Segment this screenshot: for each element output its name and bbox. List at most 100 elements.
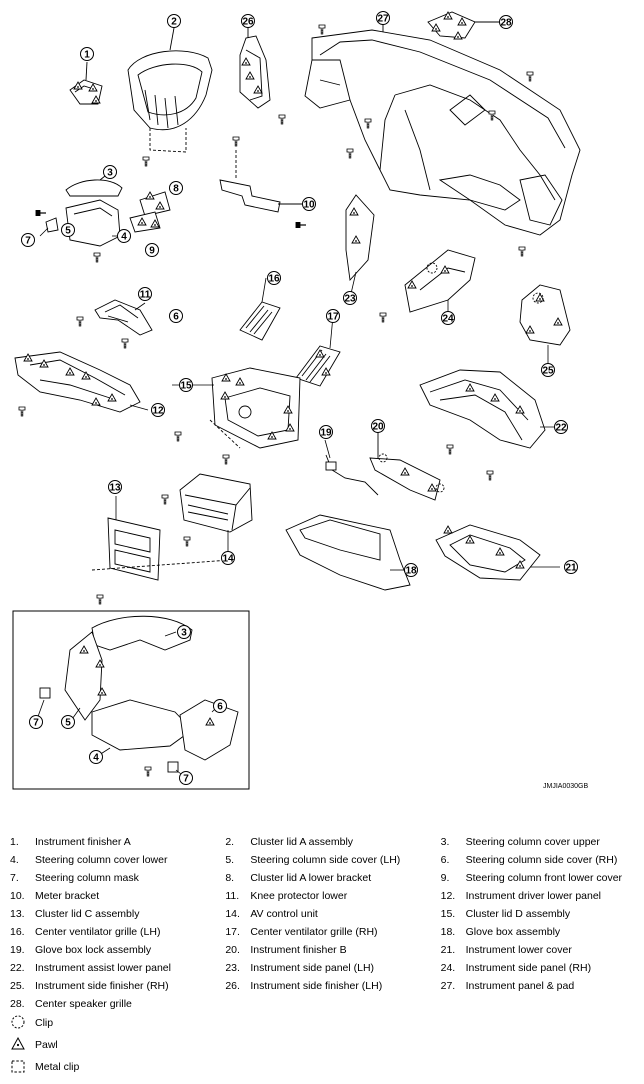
legend-item: 5.Steering column side cover (LH) — [225, 854, 440, 866]
callout-label-3: 3 — [107, 167, 113, 178]
legend-item: 4.Steering column cover lower — [10, 854, 225, 866]
callout-circle-28 — [499, 15, 513, 29]
legend-item-name: Meter bracket — [35, 890, 100, 902]
callout-circle-16 — [267, 271, 281, 285]
legend-item-name: Knee protector lower — [250, 890, 348, 902]
callout-circle-27 — [376, 11, 390, 25]
legend-item-name: Cluster lid D assembly — [465, 908, 571, 920]
callout-circle-21 — [564, 560, 578, 574]
legend-item: 12.Instrument driver lower panel — [441, 890, 640, 902]
legend-item-number: 5. — [225, 854, 235, 866]
legend-item-name: Cluster lid A lower bracket — [250, 872, 372, 884]
legend-row: 28.Center speaker grille — [10, 995, 640, 1013]
legend-item: 19.Glove box lock assembly — [10, 944, 225, 956]
callout-label-9: 9 — [149, 245, 155, 256]
legend-item-name: Center ventilator grille (RH) — [250, 926, 378, 938]
legend-item: 9.Steering column front lower cover — [441, 872, 640, 884]
callout-label-6: 6 — [173, 311, 179, 322]
callout-circle-10 — [302, 197, 316, 211]
legend-item-number: 16. — [10, 926, 25, 938]
legend-item-name: Instrument assist lower panel — [35, 962, 171, 974]
legend-item-number: 3. — [440, 836, 450, 848]
legend-item-number: 9. — [440, 872, 450, 884]
legend-item-number: 27. — [440, 980, 456, 992]
callout-label-24: 24 — [442, 313, 454, 324]
legend-item-number: 15. — [440, 908, 456, 920]
inset-callout-label-5: 5 — [65, 717, 71, 728]
legend-item-number: 13. — [10, 908, 25, 920]
callout-circle-12 — [151, 403, 165, 417]
legend-item: 7.Steering column mask — [10, 872, 225, 884]
callout-circle-8 — [169, 181, 183, 195]
callout-label-12: 12 — [152, 405, 164, 416]
legend-item-name: Cluster lid C assembly — [35, 908, 140, 920]
legend-item: 3. Steering column cover upper — [441, 836, 640, 848]
legend-item-name: Cluster lid A assembly — [250, 836, 354, 848]
callout-circle-26 — [241, 14, 255, 28]
legend-item-number: 25. — [10, 980, 25, 992]
callout-label-19: 19 — [320, 427, 332, 438]
callout-label-5: 5 — [65, 225, 71, 236]
legend-item-name: Instrument lower cover — [465, 944, 572, 956]
legend-item-name: Center ventilator grille (LH) — [35, 926, 161, 938]
callout-circle-13 — [108, 480, 122, 494]
legend-item: 16. Center ventilator grille (LH) — [10, 926, 225, 938]
legend-item: 23.Instrument side panel (LH) — [225, 962, 440, 974]
callout-circle-4 — [117, 229, 131, 243]
legend-item: 15. Cluster lid D assembly — [441, 908, 640, 920]
legend-item: 20.Instrument finisher B — [225, 944, 440, 956]
callout-circle-6 — [169, 309, 183, 323]
callout-circle-24 — [441, 311, 455, 325]
inset-callout-circle-7 — [29, 715, 43, 729]
exploded-view-diagram: 1234567891011121314151617181920212223242… — [12, 11, 581, 790]
legend-item-number: 11. — [225, 890, 240, 902]
legend-item: 21. Instrument lower cover — [441, 944, 640, 956]
callout-label-2: 2 — [171, 16, 177, 27]
legend-item-name: Steering column cover upper — [465, 836, 600, 848]
callout-label-16: 16 — [268, 273, 280, 284]
callout-label-20: 20 — [372, 421, 384, 432]
legend-item-number: 21. — [440, 944, 456, 956]
legend-item-number: 2. — [225, 836, 235, 848]
legend-row: 25. Instrument side finisher (RH) 26.Instr… — [10, 977, 640, 995]
inset-callout-label-3: 3 — [181, 627, 187, 638]
callout-circle-23 — [343, 291, 357, 305]
callout-label-18: 18 — [405, 565, 417, 576]
callout-circle-15 — [179, 378, 193, 392]
legend-item-number: 28. — [10, 998, 25, 1010]
callout-label-15: 15 — [180, 380, 192, 391]
callout-group: 1234567891011121314151617181920212223242… — [21, 11, 578, 577]
inset-callout-circle-5 — [61, 715, 75, 729]
legend-item-number: 6. — [440, 854, 450, 866]
legend-item-number: 17. — [225, 926, 240, 938]
inset-callout-circle-3 — [177, 625, 191, 639]
symbol-legend-row: Metal clip — [10, 1056, 79, 1078]
pawl-icon — [10, 1035, 35, 1056]
legend-item-name: Instrument side finisher (LH) — [250, 980, 383, 992]
legend-item-number: 12. — [440, 890, 456, 902]
callout-circle-14 — [221, 551, 235, 565]
inset-callout-circle-7 — [179, 771, 193, 785]
inset-callout-label-7: 7 — [183, 773, 189, 784]
callout-label-27: 27 — [377, 13, 389, 24]
inset-callout-label-6: 6 — [217, 701, 223, 712]
legend-item-name: Instrument side finisher (RH) — [35, 980, 169, 992]
callout-label-28: 28 — [500, 17, 512, 28]
callout-label-22: 22 — [555, 422, 567, 433]
callout-label-17: 17 — [327, 311, 339, 322]
callout-circle-11 — [138, 287, 152, 301]
legend-item: 26.Instrument side finisher (LH) — [225, 980, 440, 992]
legend-item-number: 1. — [10, 836, 19, 848]
legend-item-number: 14. — [225, 908, 240, 920]
legend-item: 25. Instrument side finisher (RH) — [10, 980, 225, 992]
legend-item: 1.Instrument finisher A — [10, 836, 225, 848]
inset-callout-circle-4 — [89, 750, 103, 764]
legend-item: 17. Center ventilator grille (RH) — [225, 926, 440, 938]
legend-item: 8.Cluster lid A lower bracket — [225, 872, 440, 884]
inset-callout-label-7: 7 — [33, 717, 39, 728]
